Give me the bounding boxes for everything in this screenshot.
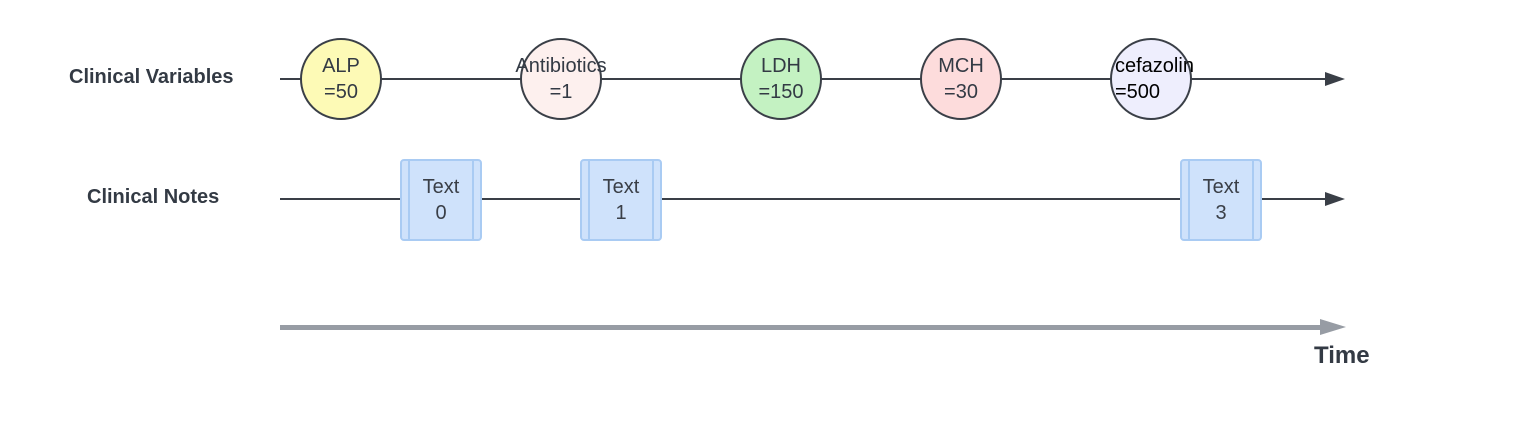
time-axis	[280, 325, 1324, 330]
note-label: Text	[1202, 176, 1240, 198]
variable-value: =500	[1115, 81, 1161, 103]
variable-name: ALP	[322, 55, 360, 77]
time-axis-arrowhead	[1320, 319, 1346, 335]
clinical-note-0: Text 0	[400, 159, 482, 241]
variable-node-cefazolin: cefazolin =500	[1110, 38, 1194, 120]
variable-value: =150	[758, 81, 804, 103]
note-index: 3	[1215, 202, 1227, 224]
clinical-note-3: Text 3	[1180, 159, 1262, 241]
note-index: 0	[435, 202, 447, 224]
clinical-notes-label: Clinical Notes	[87, 186, 220, 208]
variable-value: =30	[944, 81, 978, 103]
variable-value: =50	[324, 81, 358, 103]
variable-name: Antibiotics	[515, 55, 607, 77]
variable-name: LDH	[760, 55, 801, 77]
note-label: Text	[602, 176, 640, 198]
variable-node-ldh: LDH =150	[740, 38, 822, 120]
time-axis-label: Time	[1314, 342, 1370, 369]
variable-node-alp: ALP =50	[300, 38, 382, 120]
note-index: 1	[615, 202, 627, 224]
variable-node-antibiotics: Antibiotics =1	[515, 38, 607, 120]
variable-node-mch: MCH =30	[920, 38, 1002, 120]
variable-name: MCH	[938, 55, 984, 77]
variables-timeline-arrowhead	[1325, 72, 1345, 86]
variable-value: =1	[549, 81, 573, 103]
notes-timeline-arrowhead	[1325, 192, 1345, 206]
clinical-variables-label: Clinical Variables	[69, 66, 234, 88]
clinical-note-1: Text 1	[580, 159, 662, 241]
variable-name: cefazolin	[1115, 55, 1194, 77]
notes-timeline	[280, 198, 1328, 200]
note-label: Text	[422, 176, 460, 198]
